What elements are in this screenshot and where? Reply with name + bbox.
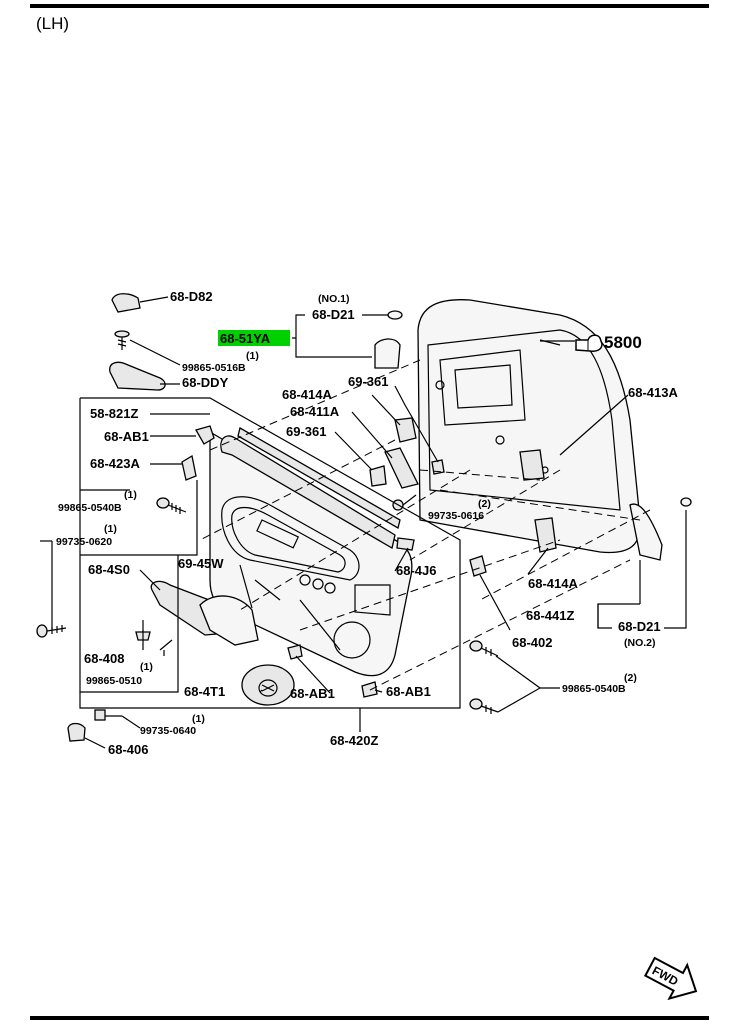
label-68-AB1-b: 68-AB1	[290, 686, 335, 701]
bottom-rule	[30, 1016, 709, 1020]
grouping-boxes	[79, 397, 461, 732]
part-68-414A-upper	[394, 417, 417, 443]
part-68-423A	[181, 454, 197, 481]
label-68-DDY: 68-DDY	[182, 375, 229, 390]
screw-99865-0540B-left	[156, 497, 187, 514]
label-68-AB1-a: 68-AB1	[104, 429, 149, 444]
label-99865-0516B: 99865-0516B	[182, 362, 246, 374]
label-99865-0510: 99865-0510	[86, 675, 142, 687]
label-68-423A: 68-423A	[90, 456, 140, 471]
door-shell	[417, 299, 641, 554]
screw-99865-0540B-right	[469, 640, 499, 714]
clip-68-AB1-top	[195, 425, 215, 445]
label-68-420Z: 68-420Z	[330, 733, 378, 748]
part-68-4T1	[241, 664, 295, 706]
label-qty-1a: (1)	[246, 350, 259, 362]
highlight-68-51YA	[218, 330, 290, 346]
label-69-361-mid: 69-361	[286, 424, 326, 439]
glass-run-piece	[374, 338, 401, 369]
label-99735-0616: 99735-0616	[428, 510, 484, 522]
label-99865-0540B-b: 99865-0540B	[562, 683, 626, 695]
screw-99735-0620	[36, 624, 67, 638]
part-68-411A	[384, 447, 419, 489]
label-68-411A: 68-411A	[290, 404, 340, 419]
part-68-441Z	[629, 503, 663, 561]
label-qty-1c: (1)	[104, 523, 117, 535]
label-qty-1e: (1)	[192, 713, 205, 725]
label-68-402: 68-402	[512, 635, 552, 650]
label-68-51YA: 68-51YA	[220, 331, 271, 346]
clip-68-d21-no1	[387, 310, 403, 320]
part-68-413A	[519, 449, 545, 481]
labels: 68-D82 (NO.1) 68-D21 68-51YA 5800 (1) 99…	[56, 289, 678, 757]
clip-68-D21-no2	[680, 497, 692, 507]
label-68-441Z: 68-441Z	[526, 608, 574, 623]
label-qty-1b: (1)	[124, 489, 137, 501]
screw-99865-0516B	[114, 330, 130, 350]
screw-99735-0616	[392, 494, 417, 511]
label-99735-0620: 99735-0620	[56, 536, 112, 548]
label-68-4T1: 68-4T1	[184, 684, 225, 699]
label-no1: (NO.1)	[318, 293, 350, 305]
part-58-821Z	[237, 427, 401, 529]
part-68-402	[469, 555, 487, 577]
screw-99865-0510	[159, 639, 173, 656]
label-68-406: 68-406	[108, 742, 148, 757]
part-69-361-upper	[431, 459, 445, 475]
fwd-arrow-icon: FWD	[643, 956, 698, 1001]
label-qty-2b: (2)	[624, 672, 637, 684]
label-68-D82: 68-D82	[170, 289, 213, 304]
top-rule	[30, 4, 709, 8]
pointing-hand-icon	[575, 334, 603, 352]
part-68-4J6	[396, 537, 415, 551]
label-68-4S0: 68-4S0	[88, 562, 130, 577]
label-68-D21-no1: 68-D21	[312, 307, 355, 322]
label-69-45W: 69-45W	[178, 556, 224, 571]
label-69-361-top: 69-361	[348, 374, 388, 389]
part-68-414A-lower	[534, 517, 557, 553]
label-99735-0640: 99735-0640	[140, 725, 196, 737]
trim-panel	[209, 430, 413, 677]
label-68-414A-bot: 68-414A	[528, 576, 578, 591]
label-68-408: 68-408	[84, 651, 124, 666]
label-68-414A-top: 68-414A	[282, 387, 332, 402]
label-5800: 5800	[604, 333, 642, 352]
side-label: (LH)	[36, 14, 70, 33]
label-qty-1d: (1)	[140, 661, 153, 673]
screw-99735-0640	[94, 709, 122, 721]
label-68-413A: 68-413A	[628, 385, 678, 400]
label-68-4J6: 68-4J6	[396, 563, 436, 578]
clip-68-AB1-mid	[287, 644, 303, 660]
part-68-D82	[111, 293, 141, 313]
dashed-guides	[199, 359, 651, 691]
part-69-361-lower	[369, 465, 387, 487]
part-68-DDY	[109, 361, 166, 391]
leader-lines	[40, 296, 687, 749]
label-68-D21-no2: 68-D21	[618, 619, 661, 634]
label-99865-0540B-a: 99865-0540B	[58, 502, 122, 514]
part-68-406	[67, 722, 86, 742]
clip-68-AB1-low	[361, 681, 378, 698]
label-58-821Z: 58-821Z	[90, 406, 138, 421]
label-qty-2a: (2)	[478, 498, 491, 510]
label-68-AB1-c: 68-AB1	[386, 684, 431, 699]
label-no2: (NO.2)	[624, 637, 656, 649]
